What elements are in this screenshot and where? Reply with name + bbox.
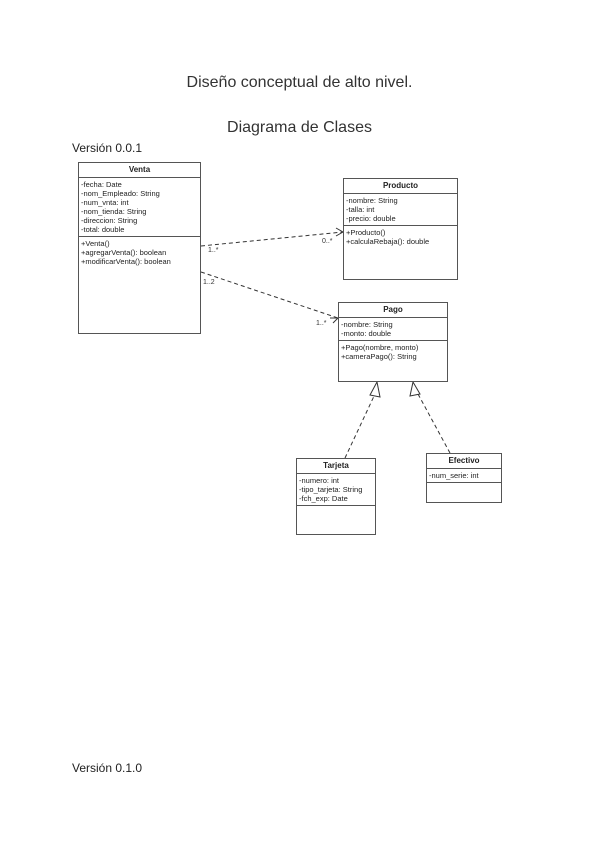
attribute: -num_vnta: int: [81, 198, 129, 207]
attribute: -total: double: [81, 225, 125, 234]
attribute: -fch_exp: Date: [299, 494, 348, 503]
class-producto-name: Producto: [344, 179, 457, 194]
class-venta-name: Venta: [79, 163, 200, 178]
class-producto-attributes: -nombre: String -talla: int -precio: dou…: [344, 194, 457, 226]
attribute: -precio: double: [346, 214, 396, 223]
class-efectivo-attributes: -num_serie: int: [427, 469, 501, 483]
class-producto[interactable]: Producto -nombre: String -talla: int -pr…: [343, 178, 458, 280]
attribute: -tipo_tarjeta: String: [299, 485, 363, 494]
class-venta-methods: +Venta() +agregarVenta(): boolean +modif…: [79, 237, 200, 268]
attribute: -fecha: Date: [81, 180, 122, 189]
method: +calculaRebaja(): double: [346, 237, 430, 246]
method: +modificarVenta(): boolean: [81, 257, 171, 266]
method: +cameraPago(): String: [341, 352, 417, 361]
diagram-subtitle: Diagrama de Clases: [227, 119, 372, 136]
class-pago[interactable]: Pago -nombre: String -monto: double +Pag…: [338, 302, 448, 382]
method: +Pago(nombre, monto): [341, 343, 419, 352]
class-tarjeta-attributes: -numero: int -tipo_tarjeta: String -fch_…: [297, 474, 375, 506]
triangle-efectivo-pago: [409, 380, 421, 397]
method: +Venta(): [81, 239, 110, 248]
class-tarjeta-name: Tarjeta: [297, 459, 375, 474]
attribute: -direccion: String: [81, 216, 138, 225]
attribute: -numero: int: [299, 476, 340, 485]
generalization-efectivo-pago: [417, 393, 451, 454]
assoc-venta-producto: [200, 231, 344, 247]
triangle-tarjeta-pago: [369, 380, 381, 398]
attribute: -nom_tienda: String: [81, 207, 147, 216]
assoc-venta-pago: [200, 271, 339, 319]
attribute: -num_serie: int: [429, 471, 479, 480]
class-efectivo-methods: [427, 483, 501, 487]
attribute: -nombre: String: [341, 320, 393, 329]
class-pago-name: Pago: [339, 303, 447, 318]
class-tarjeta[interactable]: Tarjeta -numero: int -tipo_tarjeta: Stri…: [296, 458, 376, 535]
attribute: -nom_Empleado: String: [81, 189, 160, 198]
class-pago-attributes: -nombre: String -monto: double: [339, 318, 447, 341]
mult-venta-producto-target: 0..*: [322, 238, 333, 245]
page-title: Diseño conceptual de alto nivel.: [186, 74, 413, 91]
method: +Producto(): [346, 228, 386, 237]
mult-venta-pago-source: 1..2: [203, 279, 215, 286]
class-tarjeta-methods: [297, 506, 375, 510]
attribute: -monto: double: [341, 329, 392, 338]
class-pago-methods: +Pago(nombre, monto) +cameraPago(): Stri…: [339, 341, 447, 363]
version-bottom-label: Versión 0.1.0: [72, 761, 143, 775]
class-efectivo-name: Efectivo: [427, 454, 501, 469]
mult-venta-pago-target: 1..*: [316, 320, 327, 327]
attribute: -talla: int: [346, 205, 375, 214]
generalization-tarjeta-pago: [344, 393, 376, 459]
method: +agregarVenta(): boolean: [81, 248, 167, 257]
class-producto-methods: +Producto() +calculaRebaja(): double: [344, 226, 457, 248]
mult-venta-producto-source: 1..*: [208, 247, 219, 254]
class-venta-attributes: -fecha: Date -nom_Empleado: String -num_…: [79, 178, 200, 237]
version-top-label: Versión 0.0.1: [72, 141, 143, 155]
class-venta[interactable]: Venta -fecha: Date -nom_Empleado: String…: [78, 162, 201, 334]
class-efectivo[interactable]: Efectivo -num_serie: int: [426, 453, 502, 503]
attribute: -nombre: String: [346, 196, 398, 205]
arrowhead-venta-pago: [330, 317, 340, 324]
